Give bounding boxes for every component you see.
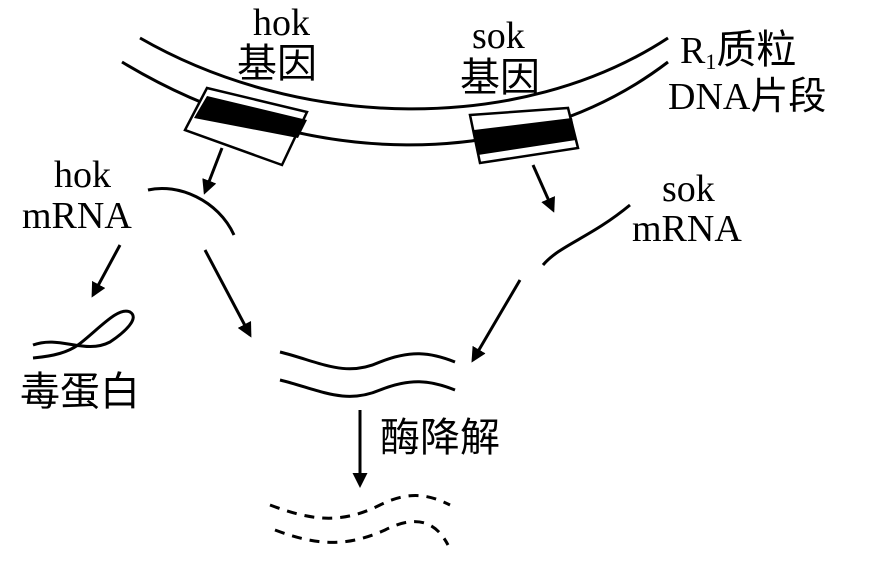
toxin-label: 毒蛋白	[20, 369, 140, 414]
arrow-sok-gene-to-mrna	[531, 164, 555, 213]
duplex-strand-bottom	[279, 378, 456, 398]
plasmid-subscript: 1	[705, 49, 717, 74]
hok-gene-word: 基因	[237, 41, 317, 86]
sok-mrna-word: mRNA	[632, 208, 742, 250]
toxin-protein-squiggle	[32, 309, 135, 360]
hok-mrna-name: hok	[54, 154, 111, 196]
arrow-sok-mrna-to-duplex	[471, 279, 522, 363]
duplex-strand-top	[279, 350, 456, 371]
hok-gene-box	[183, 86, 309, 167]
sok-mrna-name: sok	[662, 168, 715, 210]
arrow-hok-mrna-to-duplex	[203, 249, 252, 338]
degradation-label: 酶降解	[380, 415, 500, 460]
hok-mrna-word: mRNA	[22, 195, 132, 237]
arrow-hok-gene-to-mrna	[202, 147, 224, 195]
arrow-hok-mrna-to-toxin	[91, 244, 122, 298]
plasmid-letter: R	[680, 30, 706, 72]
sok-gene-box	[468, 106, 580, 165]
plasmid-label-line1: R1质粒	[680, 30, 796, 73]
dna-strand-outer	[139, 36, 669, 111]
sok-gene-word: 基因	[460, 55, 540, 100]
hok-mrna-strand	[147, 187, 236, 236]
sok-gene-name: sok	[472, 15, 525, 57]
plasmid-word: 质粒	[716, 27, 797, 72]
degraded-fragment-bottom	[274, 520, 450, 546]
plasmid-label-line2: DNA片段	[668, 76, 827, 118]
sok-mrna-strand	[541, 203, 631, 266]
hok-gene-name: hok	[253, 2, 310, 44]
degraded-fragment-top	[269, 494, 451, 520]
